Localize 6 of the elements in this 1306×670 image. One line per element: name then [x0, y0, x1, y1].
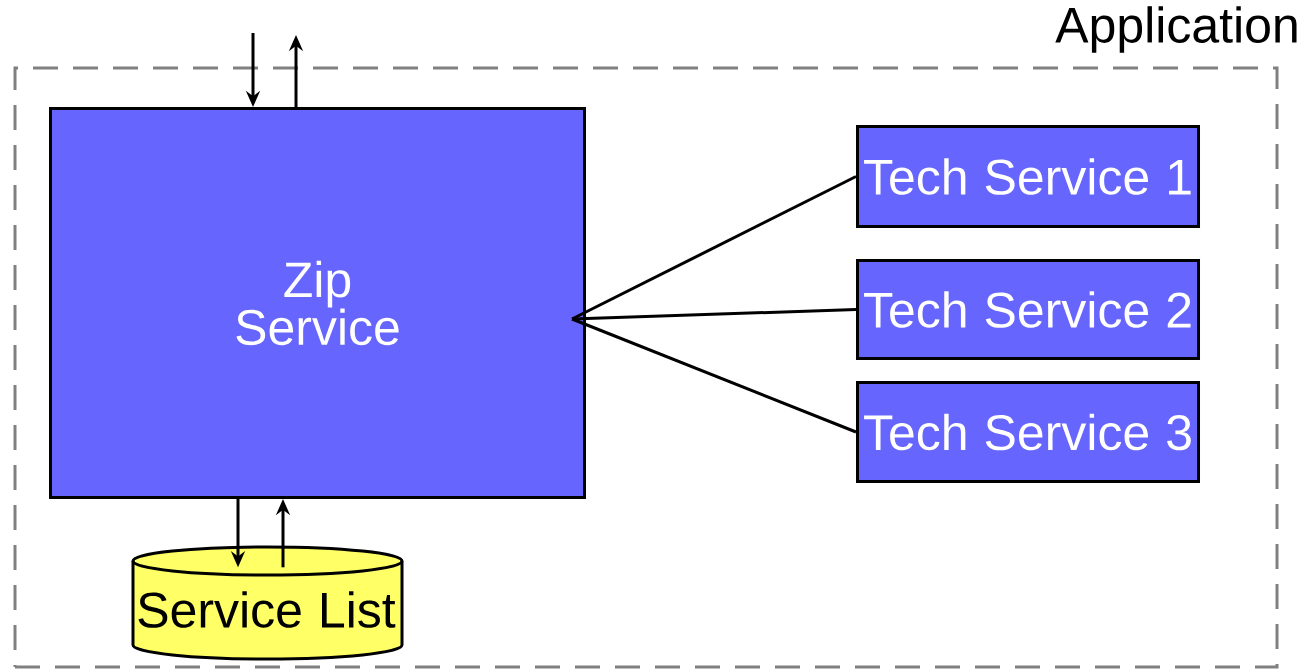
- service-box: Tech Service 2: [856, 259, 1200, 360]
- service-box: Zip Service: [49, 107, 586, 499]
- service-box: Tech Service 1: [856, 125, 1200, 228]
- service-box: Tech Service 3: [856, 381, 1200, 483]
- database-cylinder: Service List: [131, 545, 404, 661]
- node-label: Application: [1055, 6, 1297, 53]
